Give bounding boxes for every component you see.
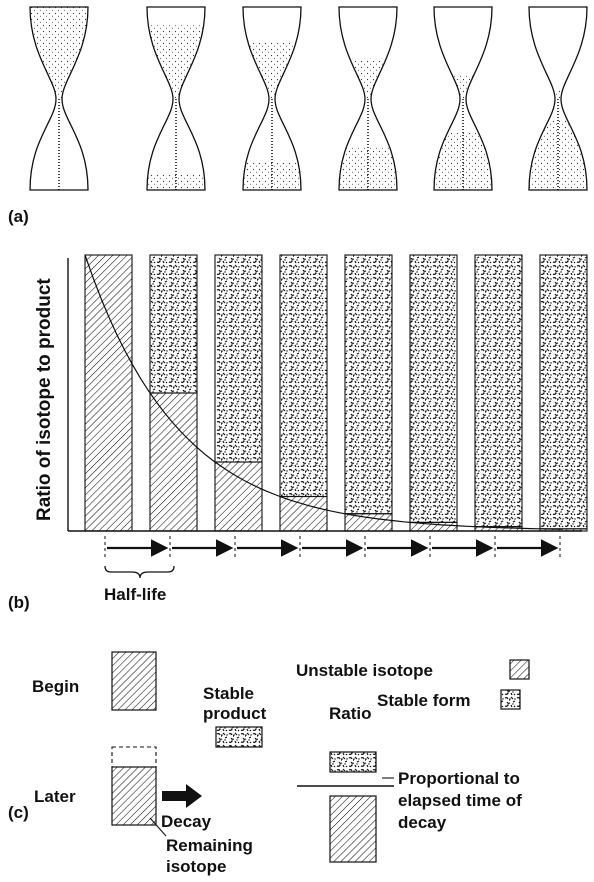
hourglass	[29, 6, 89, 191]
panel-b-label: (b)	[8, 593, 30, 612]
legend-unstable-swatch	[509, 659, 530, 680]
bar-stable-5	[409, 254, 458, 523]
proportional-label-3: decay	[398, 813, 447, 832]
hourglass	[242, 6, 302, 191]
legend-stable-swatch	[500, 689, 521, 710]
decay-label: Decay	[161, 812, 212, 831]
bar-isotope-2	[214, 461, 263, 532]
panel-c-label: (c)	[8, 803, 29, 822]
bars-group	[84, 254, 588, 532]
ratio-label: Ratio	[329, 704, 372, 723]
hourglass-row	[29, 6, 588, 191]
proportional-label-2: elapsed time of	[398, 791, 522, 810]
decay-arrow-icon	[162, 784, 202, 808]
bar-isotope-3	[279, 495, 328, 532]
bar-stable-7	[539, 254, 588, 530]
begin-isotope-box	[111, 651, 157, 711]
proportional-label-1: Proportional to	[398, 769, 520, 788]
legend-stable-label: Stable form	[377, 691, 471, 710]
bar-stable-3	[279, 254, 328, 498]
remaining-leader-line	[149, 817, 167, 837]
decay-bar-chart: Ratio of isotope to product Half-life	[34, 254, 588, 604]
remaining-isotope-box	[111, 766, 157, 826]
decay-curve	[84, 254, 563, 530]
y-axis-label: Ratio of isotope to product	[34, 278, 55, 521]
hourglass-sand	[529, 89, 587, 190]
remaining-label-1: Remaining	[166, 836, 253, 855]
legend-unstable-label: Unstable isotope	[296, 661, 433, 680]
bar-stable-6	[474, 254, 523, 528]
decayed-portion-box	[111, 746, 157, 768]
hourglass	[146, 6, 206, 191]
ratio-numerator-box	[329, 751, 377, 773]
hourglass	[528, 6, 588, 191]
hourglass-sand	[147, 25, 205, 190]
bar-stable-4	[344, 254, 393, 515]
hourglass-sand	[339, 58, 397, 190]
bar-isotope-0	[84, 254, 133, 532]
decay-explanation: Begin Later Stable product Decay Remaini…	[32, 651, 530, 876]
begin-label: Begin	[32, 677, 79, 696]
hourglass-sand	[243, 41, 301, 190]
stable-product-label-1: Stable	[203, 684, 254, 703]
bar-stable-2	[214, 254, 263, 463]
hourglass-sand	[434, 75, 492, 190]
stable-product-label-2: product	[203, 704, 267, 723]
bar-isotope-1	[149, 392, 198, 532]
bar-isotope-4	[344, 513, 393, 532]
stable-product-box	[215, 726, 263, 748]
hourglass	[433, 6, 493, 191]
panel-a-label: (a)	[8, 207, 29, 226]
half-life-label: Half-life	[104, 585, 166, 604]
remaining-label-2: isotope	[166, 857, 226, 876]
bar-isotope-5	[409, 521, 458, 532]
hourglass	[338, 6, 398, 191]
bar-isotope-7	[539, 528, 588, 532]
bar-stable-1	[149, 254, 198, 394]
later-label: Later	[34, 787, 76, 806]
hourglass-sand	[30, 7, 88, 190]
half-life-brace	[104, 565, 175, 579]
half-life-arrows	[104, 536, 561, 560]
ratio-denominator-box	[329, 795, 377, 863]
